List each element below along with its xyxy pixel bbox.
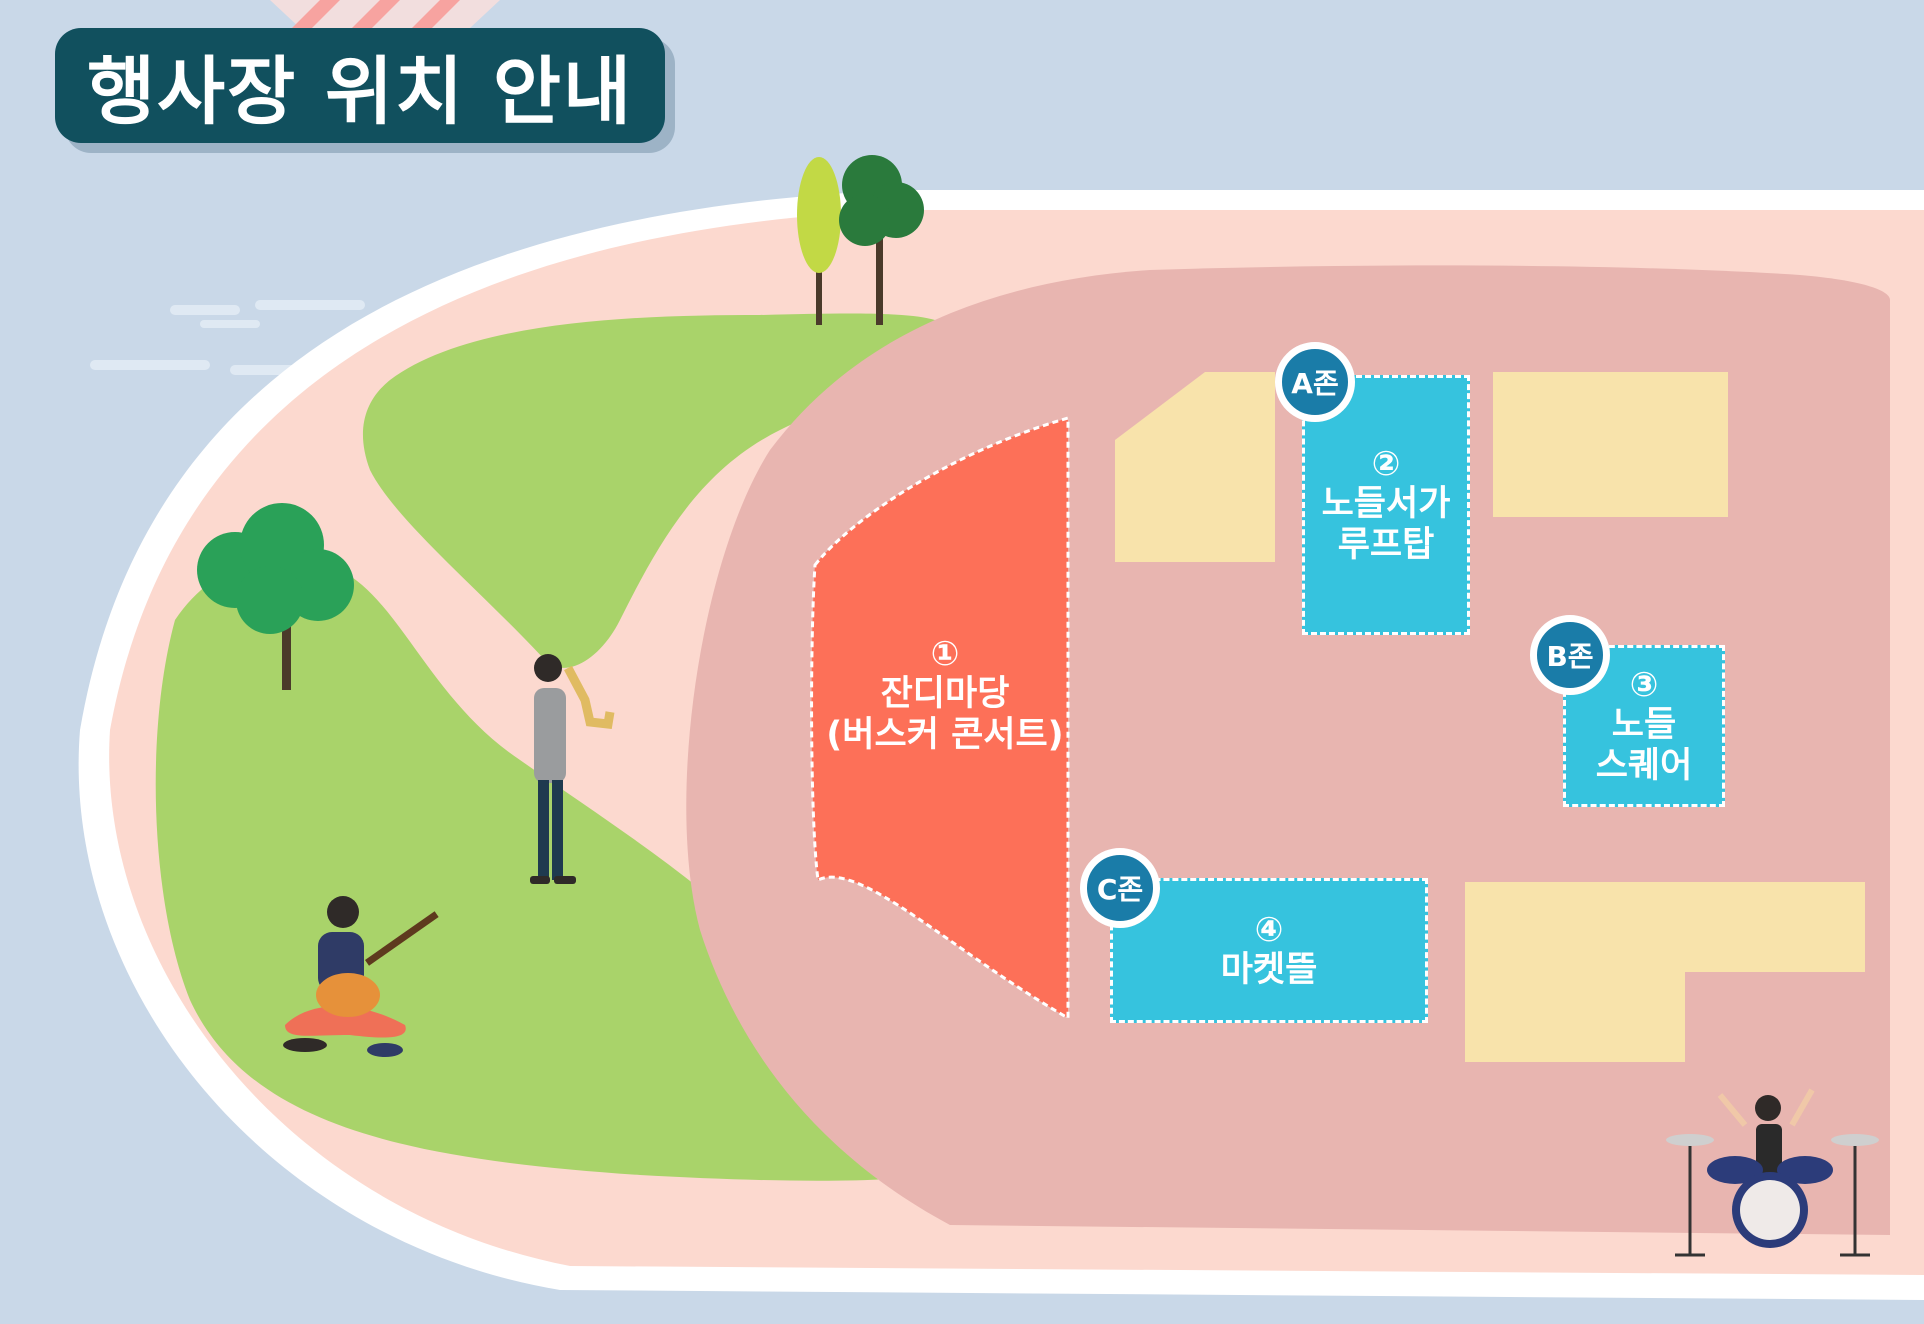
zone-1-line-1: 잔디마당 — [880, 673, 1010, 714]
building-southeast — [1465, 882, 1865, 1062]
guitar-player-icon — [283, 896, 439, 1057]
zone-3-number: ③ — [1629, 664, 1659, 705]
saxophone-player-icon — [530, 654, 615, 884]
zone-2-line-2: 루프탑 — [1337, 525, 1435, 566]
zone-1-area — [810, 416, 1070, 1021]
zone-4-box: ④ 마켓뜰 — [1110, 878, 1428, 1023]
lawn-upper — [362, 313, 953, 668]
zone-3-line-2: 스퀘어 — [1595, 746, 1693, 787]
zone-2-number: ② — [1371, 443, 1401, 484]
title-banner: 행사장 위치 안내 — [55, 28, 665, 143]
zone-1-number: ① — [930, 633, 960, 674]
building-northeast — [1493, 372, 1728, 517]
zone-3-line-1: 노들 — [1611, 704, 1677, 745]
tree-icon — [197, 503, 354, 690]
zone-badge-c: C존 — [1080, 848, 1160, 928]
zone-badge-a: A존 — [1275, 342, 1355, 422]
zone-1-label: ① 잔디마당 (버스커 콘서트) — [820, 630, 1070, 760]
zone-2-line-1: 노들서가 — [1321, 483, 1451, 524]
zone-badge-b: B존 — [1530, 615, 1610, 695]
tree-icon — [797, 155, 924, 325]
drummer-icon — [1666, 1088, 1879, 1257]
page-title: 행사장 위치 안내 — [86, 49, 634, 135]
zone-1-line-2: (버스커 콘서트) — [826, 715, 1064, 756]
zone-4-number: ④ — [1254, 909, 1284, 950]
zone-4-line-1: 마켓뜰 — [1220, 949, 1318, 990]
building-west — [1115, 372, 1275, 562]
